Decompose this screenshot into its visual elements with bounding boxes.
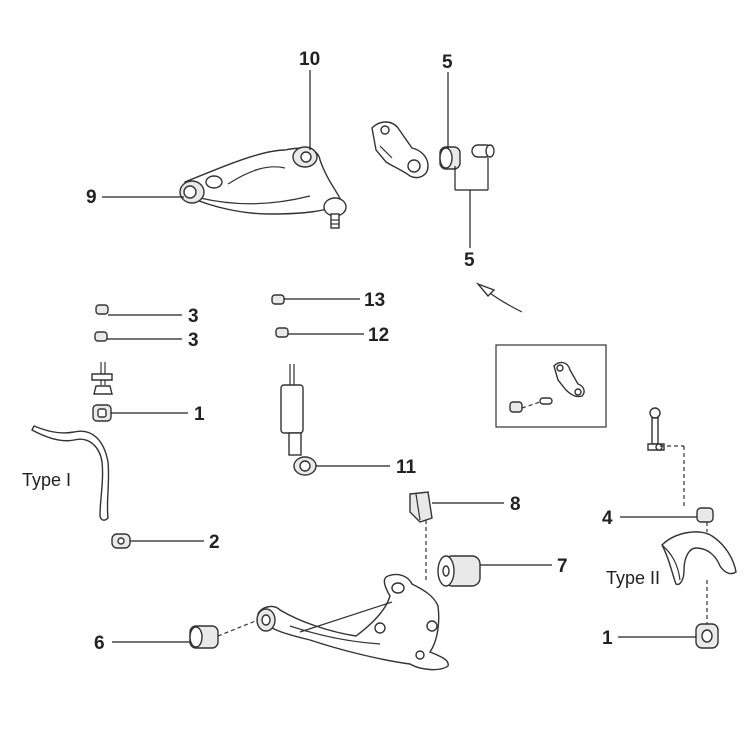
callout-8: 8 — [510, 494, 521, 515]
arrow-icon — [475, 282, 523, 313]
callout-5-bottom: 5 — [464, 250, 475, 271]
stabilizer-type-ii — [647, 407, 737, 649]
bump-stopper — [409, 491, 433, 523]
type-ii-label: Type II — [606, 568, 660, 588]
stoppers — [271, 294, 289, 338]
inset-detail — [495, 344, 607, 428]
type-i-label: Type I — [22, 470, 71, 490]
shock-absorber — [280, 364, 317, 476]
callout-5-top: 5 — [442, 52, 453, 73]
strut-bracket-assembly — [371, 121, 495, 179]
callout-13: 13 — [364, 290, 385, 311]
callout-10: 10 — [299, 49, 320, 70]
callout-2: 2 — [209, 532, 220, 553]
lower-control-arm — [189, 573, 449, 671]
callout-7: 7 — [557, 556, 568, 577]
callout-9: 9 — [86, 187, 97, 208]
callout-labels: 10 5 5 9 13 12 3 3 1 11 2 8 7 6 4 1 — [86, 49, 613, 654]
lower-arm-bushing-7 — [437, 555, 481, 587]
assembly-dashed-lines — [425, 445, 708, 624]
upper-control-arm — [179, 146, 347, 229]
callout-11: 11 — [396, 457, 417, 478]
stabilizer-type-i — [31, 304, 131, 549]
callout-4: 4 — [602, 508, 613, 529]
callout-1-right: 1 — [602, 628, 613, 649]
callout-12: 12 — [368, 325, 389, 346]
callout-6: 6 — [94, 633, 105, 654]
callout-3-b: 3 — [188, 330, 199, 351]
leader-lines — [102, 70, 697, 643]
callout-3-a: 3 — [188, 306, 199, 327]
callout-1-left: 1 — [194, 404, 205, 425]
